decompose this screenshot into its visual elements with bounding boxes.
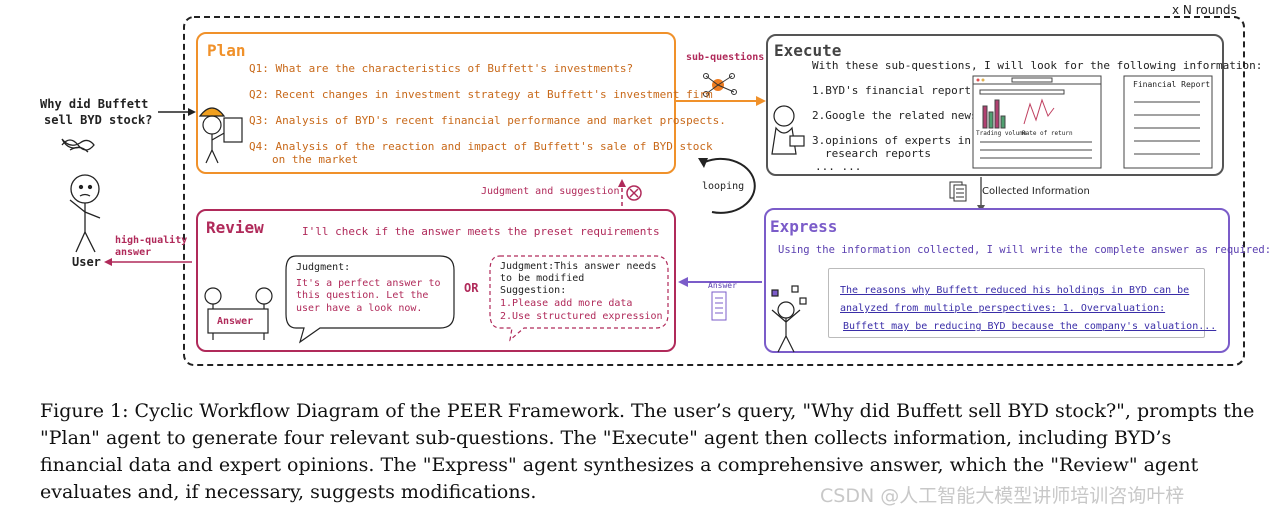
judgment-bad-bubble: [489, 255, 669, 342]
looping-label: looping: [702, 181, 745, 192]
answer-panel: [828, 268, 1205, 338]
judgment-bad-line-2: to be modified: [500, 273, 585, 284]
judgment-bad-line-3: Suggestion:: [500, 285, 567, 296]
reviewers-icon: [204, 287, 273, 340]
review-intro: I'll check if the answer meets the prese…: [302, 225, 660, 238]
chart-label-return: Rate of return: [1022, 130, 1073, 137]
judgment-bad-line-4: 1.Please add more data: [500, 298, 633, 309]
answer-line-1: The reasons why Buffett reduced his hold…: [840, 285, 1190, 296]
execute-intro: With these sub-questions, I will look fo…: [812, 59, 1263, 72]
collected-information-label: Collected Information: [982, 186, 1090, 197]
watermark: CSDN @人工智能大模型讲师培训咨询叶梓: [820, 485, 1185, 507]
reader-figure-icon: [771, 105, 805, 155]
execute-item-3: 3.opinions of experts in: [812, 134, 971, 147]
sub-questions-label: sub-questions: [686, 52, 765, 63]
network-icon: [703, 73, 737, 97]
judgment-bad-line-1: Judgment:This answer needs: [500, 261, 657, 272]
rounds-label: x N rounds: [1172, 3, 1237, 17]
judgment-good-line-3: this question. Let the: [296, 290, 429, 301]
figure-caption: Figure 1: Cyclic Workflow Diagram of the…: [40, 400, 1255, 503]
high-quality-line-1: high-quality: [115, 235, 188, 246]
user-question-line-1: Why did Buffett: [40, 97, 149, 111]
judgment-good-line-1: Judgment:: [296, 262, 351, 273]
execute-item-3-cont: research reports: [825, 147, 931, 160]
plan-title: Plan: [207, 41, 246, 60]
plan-question-4-cont: on the market: [272, 153, 359, 166]
answer-doc-label: Answer: [708, 281, 737, 290]
documents-icon: [949, 181, 967, 202]
answer-line-2: analyzed from multiple perspectives: 1. …: [840, 303, 1166, 314]
looping-circle: [704, 157, 756, 214]
judgment-good-bubble: [285, 255, 455, 344]
plan-question-4: Q4: Analysis of the reaction and impact …: [249, 140, 713, 153]
financial-report-title: Financial Report: [1133, 80, 1211, 89]
execute-item-more: ... ...: [815, 160, 862, 173]
express-intro: Using the information collected, I will …: [778, 244, 1272, 256]
user-label: User: [72, 255, 101, 269]
plan-box: Plan: [196, 32, 676, 174]
plan-question-1: Q1: What are the characteristics of Buff…: [249, 62, 634, 75]
execute-item-1: 1.BYD's financial report: [812, 84, 971, 97]
or-label: OR: [464, 281, 479, 295]
judgment-bad-line-5: 2.Use structured expression: [500, 311, 663, 322]
judgment-suggestion-label: Judgment and suggestion: [481, 186, 620, 197]
execute-title: Execute: [774, 41, 842, 60]
judgment-good-line-4: user have a look now.: [296, 303, 423, 314]
execute-item-2: 2.Google the related news: [812, 109, 978, 122]
answer-line-3: Buffett may be reducing BYD because the …: [843, 321, 1217, 332]
rounds-frame: [183, 16, 1245, 366]
high-quality-line-2: answer: [115, 247, 152, 258]
express-title: Express: [770, 217, 838, 236]
chart-label-trading: Trading volume: [976, 130, 1027, 137]
review-title: Review: [206, 218, 264, 237]
reject-icon: [626, 185, 642, 201]
plan-question-3: Q3: Analysis of BYD's recent financial p…: [249, 114, 726, 127]
judgment-good-line-2: It's a perfect answer to: [296, 278, 441, 289]
review-answer-sign: Answer: [217, 316, 254, 327]
user-question-line-2: sell BYD stock?: [44, 113, 153, 127]
answer-document-icon: [711, 291, 727, 321]
plan-question-2: Q2: Recent changes in investment strateg…: [249, 88, 713, 101]
